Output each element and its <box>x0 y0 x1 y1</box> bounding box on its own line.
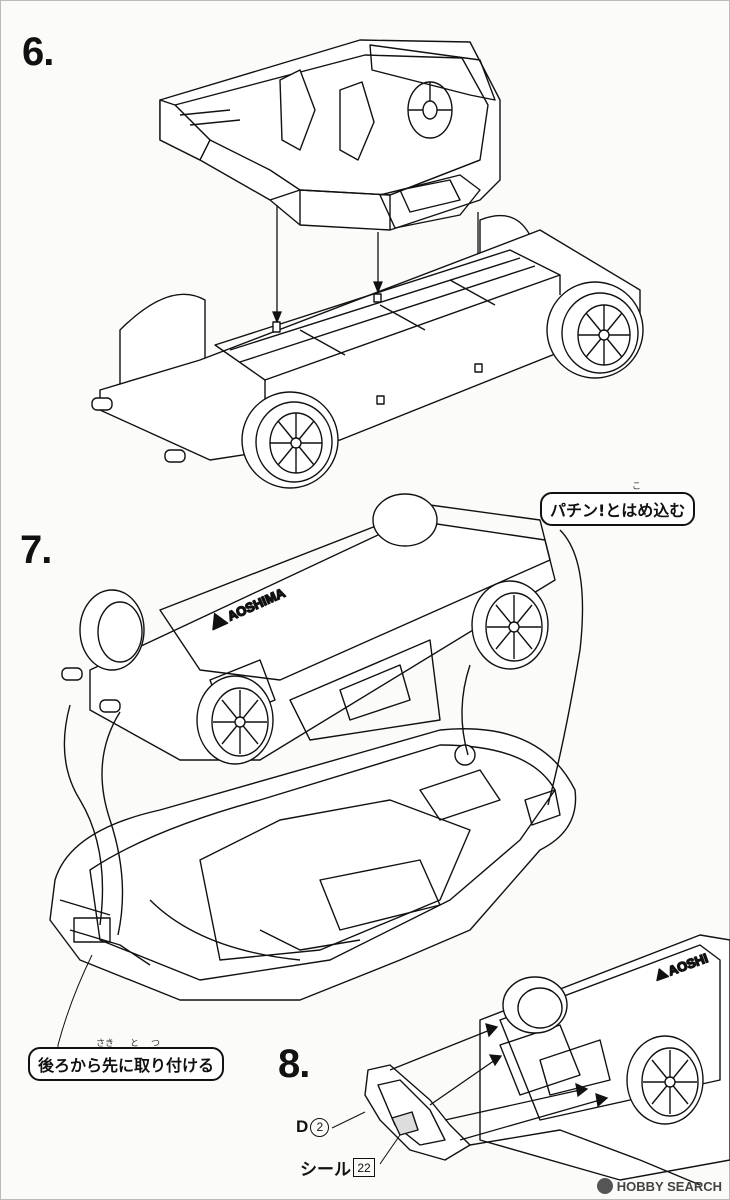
step7-number: 7. <box>20 528 52 572</box>
rear-first-ruby-saki: さき <box>96 1039 115 1049</box>
rear-first-ruby-to: と <box>130 1039 140 1049</box>
watermark: HOBBY SEARCH <box>596 1178 722 1194</box>
step7-guide-lines <box>63 529 584 936</box>
snap-in-callout: パチン!とはめ込む <box>540 492 696 526</box>
step7-body-shell <box>49 728 577 1001</box>
rear-first-ruby-tsu: つ <box>151 1039 161 1049</box>
part-leader-lines <box>57 954 401 1165</box>
seal22-label: シール 22 <box>300 1155 375 1180</box>
step8-arrows <box>389 1023 609 1141</box>
rear-first-callout: 後ろから先に取り付ける <box>28 1047 225 1081</box>
step8-number: 8. <box>278 1042 310 1086</box>
snap-in-ruby: こ <box>632 482 642 492</box>
seal22-number: 22 <box>353 1158 375 1177</box>
step7-chassis-upside-down: AOSHIMA <box>61 493 556 765</box>
seal22-text: シール <box>300 1160 351 1179</box>
step8-assembly: AOSHI <box>364 934 730 1186</box>
step6-number: 6. <box>22 30 54 74</box>
step6-chassis <box>91 215 644 489</box>
watermark-text: HOBBY SEARCH <box>616 1178 722 1194</box>
step6-interior-tub <box>159 39 501 231</box>
part-d2-number: 2 <box>310 1117 330 1137</box>
part-d2-letter: D <box>296 1117 309 1136</box>
part-d2-label: D 2 <box>296 1117 330 1137</box>
hobby-search-logo-icon <box>596 1178 613 1194</box>
